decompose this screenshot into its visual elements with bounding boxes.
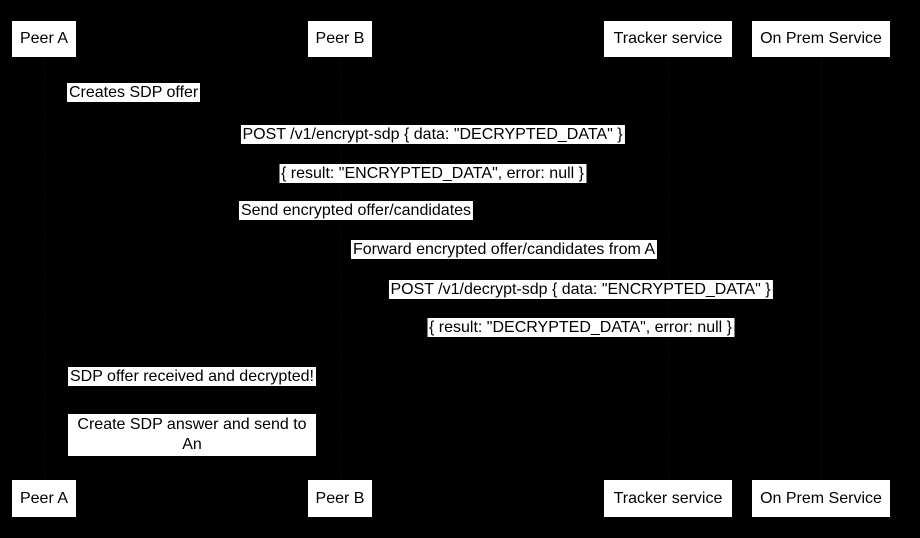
lifeline-onprem (821, 57, 822, 480)
participant-label: Tracker service (613, 489, 723, 507)
lifeline-tracker (668, 57, 669, 480)
participant-box-onprem-bottom: On Prem Service (752, 480, 890, 517)
participant-label: Tracker service (613, 30, 723, 47)
participant-box-tracker-bottom: Tracker service (604, 480, 732, 517)
note-line: Create SDP answer and send to An (77, 416, 307, 453)
participant-box-tracker-top: Tracker service (604, 21, 732, 57)
note-line: using the same mechanism (94, 456, 290, 473)
participant-box-peer-a-bottom: Peer A (12, 480, 76, 517)
note-box: Create SDP answer and send to An using th… (68, 414, 316, 473)
message-label: Send encrypted offer/candidates (238, 201, 474, 220)
participant-box-peer-a-top: Peer A (12, 21, 76, 57)
lifeline-peer-a (44, 57, 45, 480)
participant-label: On Prem Service (760, 30, 882, 47)
message-label: Creates SDP offer (67, 83, 201, 102)
participant-box-onprem-top: On Prem Service (752, 21, 890, 57)
participant-label: Peer A (19, 30, 69, 47)
participant-box-peer-b-top: Peer B (308, 21, 372, 57)
message-label: POST /v1/encrypt-sdp { data: "DECRYPTED_… (240, 125, 625, 144)
message-label: Forward encrypted offer/candidates from … (350, 240, 658, 259)
message-label: SDP offer received and decrypted! (68, 367, 316, 386)
participant-label: Peer A (19, 489, 69, 507)
message-label: { result: "ENCRYPTED_DATA", error: null … (278, 164, 587, 183)
message-label: { result: "DECRYPTED_DATA", error: null … (426, 318, 735, 337)
participant-box-peer-b-bottom: Peer B (308, 480, 372, 517)
message-label: POST /v1/decrypt-sdp { data: "ENCRYPTED_… (388, 280, 773, 299)
participant-label: Peer B (315, 489, 365, 507)
participant-label: On Prem Service (760, 489, 882, 507)
lifeline-peer-b (340, 57, 341, 480)
participant-label: Peer B (315, 30, 365, 47)
